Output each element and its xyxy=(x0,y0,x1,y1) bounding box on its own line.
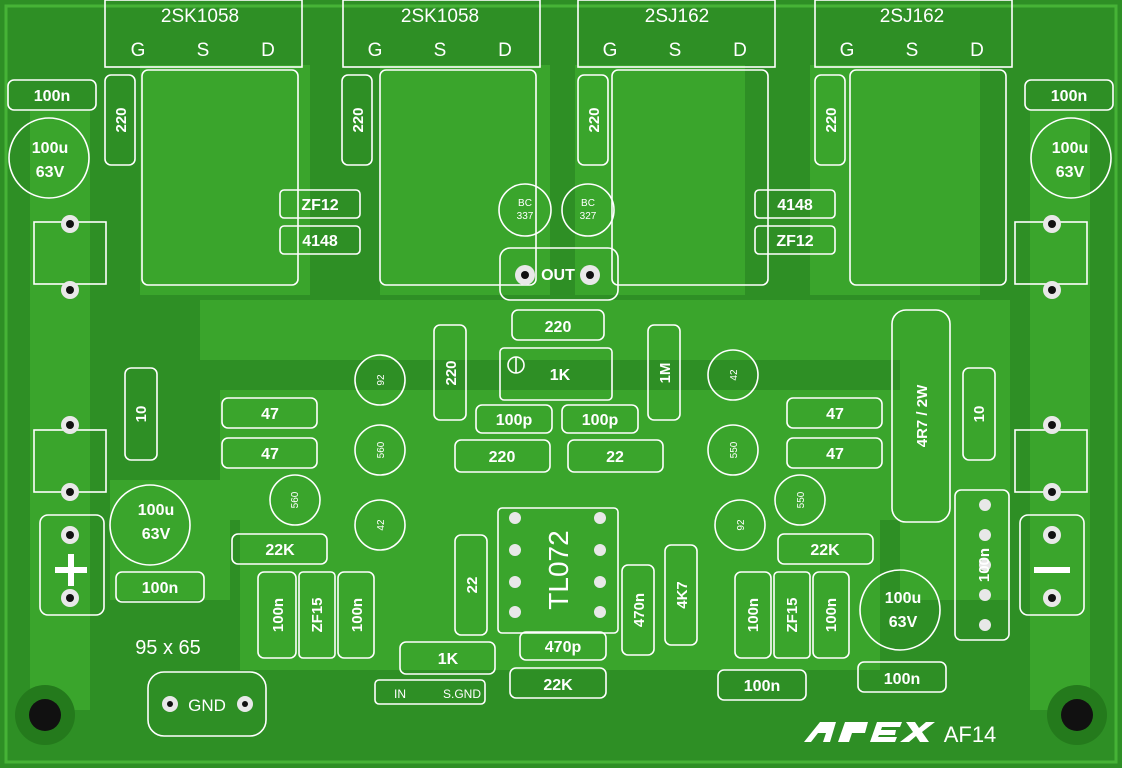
pin-d: D xyxy=(261,40,275,61)
c100p-a: 100p xyxy=(496,412,533,429)
t560-a: 560 xyxy=(376,441,387,458)
t42-r: 42 xyxy=(729,369,740,381)
r220-d: 220 xyxy=(823,107,840,132)
zf15-a: ZF15 xyxy=(309,597,326,632)
bc337-bc: BC xyxy=(518,198,532,209)
pot-1k: 1K xyxy=(550,367,571,384)
c100n-br1: 100n xyxy=(745,598,762,632)
mounting-holes xyxy=(15,685,1107,745)
bc337-num: 337 xyxy=(517,211,534,222)
q2-label: 2SK1058 xyxy=(401,6,479,27)
r47-b: 47 xyxy=(261,446,279,463)
r47-c: 47 xyxy=(826,406,844,423)
t550-a: 550 xyxy=(729,441,740,458)
c470p: 470p xyxy=(545,639,582,656)
model-label: AF14 xyxy=(944,722,997,747)
c100n-bl1: 100n xyxy=(270,598,287,632)
r220-vert: 220 xyxy=(443,360,460,385)
c100n-l: 100n xyxy=(142,580,178,597)
r10-l: 10 xyxy=(133,406,150,423)
r47-a: 47 xyxy=(261,406,279,423)
gnd-label: GND xyxy=(188,696,226,715)
r22k-bot: 22K xyxy=(543,677,573,694)
pin-g: G xyxy=(603,40,618,61)
t92-r: 92 xyxy=(736,519,747,531)
pin-s: S xyxy=(906,40,919,61)
r22-vert: 22 xyxy=(464,577,481,594)
t42-l: 42 xyxy=(376,519,387,531)
size-label: 95 x 65 xyxy=(135,637,201,659)
t550-b: 550 xyxy=(796,491,807,508)
zf12-b: ZF12 xyxy=(776,233,813,250)
c100n-b2: 100n xyxy=(884,671,920,688)
c100n-b1: 100n xyxy=(744,678,780,695)
c100u-tl: 100u xyxy=(32,140,68,157)
r220-a: 220 xyxy=(113,107,130,132)
c100p-b: 100p xyxy=(582,412,619,429)
c100n-bl2: 100n xyxy=(349,598,366,632)
c100u-tr: 100u xyxy=(1052,140,1088,157)
pin-d: D xyxy=(970,40,984,61)
c100n-br2: 100n xyxy=(823,598,840,632)
pin-d: D xyxy=(733,40,747,61)
out-label: OUT xyxy=(541,267,575,284)
c470n: 470n xyxy=(631,593,648,627)
solder-pads xyxy=(61,215,1061,712)
apex-logo xyxy=(804,722,935,742)
ic-tl072: TL072 xyxy=(543,530,574,609)
c100u-bl: 100u xyxy=(138,502,174,519)
sgnd-label: S.GND xyxy=(443,687,481,701)
r220-mid: 220 xyxy=(545,319,572,336)
pin-s: S xyxy=(434,40,447,61)
q4-label: 2SJ162 xyxy=(880,6,944,27)
zf12-a: ZF12 xyxy=(301,197,338,214)
r22k-r: 22K xyxy=(810,542,840,559)
r1k-in: 1K xyxy=(438,651,459,668)
d4148-b: 4148 xyxy=(777,197,813,214)
pin-d: D xyxy=(498,40,512,61)
pin-g: G xyxy=(368,40,383,61)
r10-r: 10 xyxy=(971,406,988,423)
c63v-tr: 63V xyxy=(1056,164,1085,181)
pin-s: S xyxy=(669,40,682,61)
c100n-tl: 100n xyxy=(34,88,70,105)
r4r7: 4R7 / 2W xyxy=(914,384,931,447)
c100n-r: 100n xyxy=(976,548,993,582)
c100n-tr: 100n xyxy=(1051,88,1087,105)
pin-g: G xyxy=(840,40,855,61)
r47-d: 47 xyxy=(826,446,844,463)
q1-label: 2SK1058 xyxy=(161,6,239,27)
r22-mid: 22 xyxy=(606,449,624,466)
c63v-tl: 63V xyxy=(36,164,65,181)
r1m: 1M xyxy=(657,363,674,384)
bc327-num: 327 xyxy=(580,211,597,222)
t560-b: 560 xyxy=(290,491,301,508)
r22k-l: 22K xyxy=(265,542,295,559)
pin-g: G xyxy=(131,40,146,61)
pin-s: S xyxy=(197,40,210,61)
d4148-a: 4148 xyxy=(302,233,338,250)
t92-l: 92 xyxy=(376,374,387,386)
zf15-b: ZF15 xyxy=(784,597,801,632)
q3-label: 2SJ162 xyxy=(645,6,709,27)
r220-low: 220 xyxy=(489,449,516,466)
r220-c: 220 xyxy=(586,107,603,132)
bc327-bc: BC xyxy=(581,198,595,209)
polarity-marks xyxy=(55,554,1070,586)
r220-b: 220 xyxy=(350,107,367,132)
r4k7: 4K7 xyxy=(674,581,691,609)
c100u-br: 100u xyxy=(885,590,921,607)
power-transistors xyxy=(104,0,1013,68)
c63v-br: 63V xyxy=(889,614,918,631)
in-label: IN xyxy=(394,687,406,701)
c63v-bl: 63V xyxy=(142,526,171,543)
